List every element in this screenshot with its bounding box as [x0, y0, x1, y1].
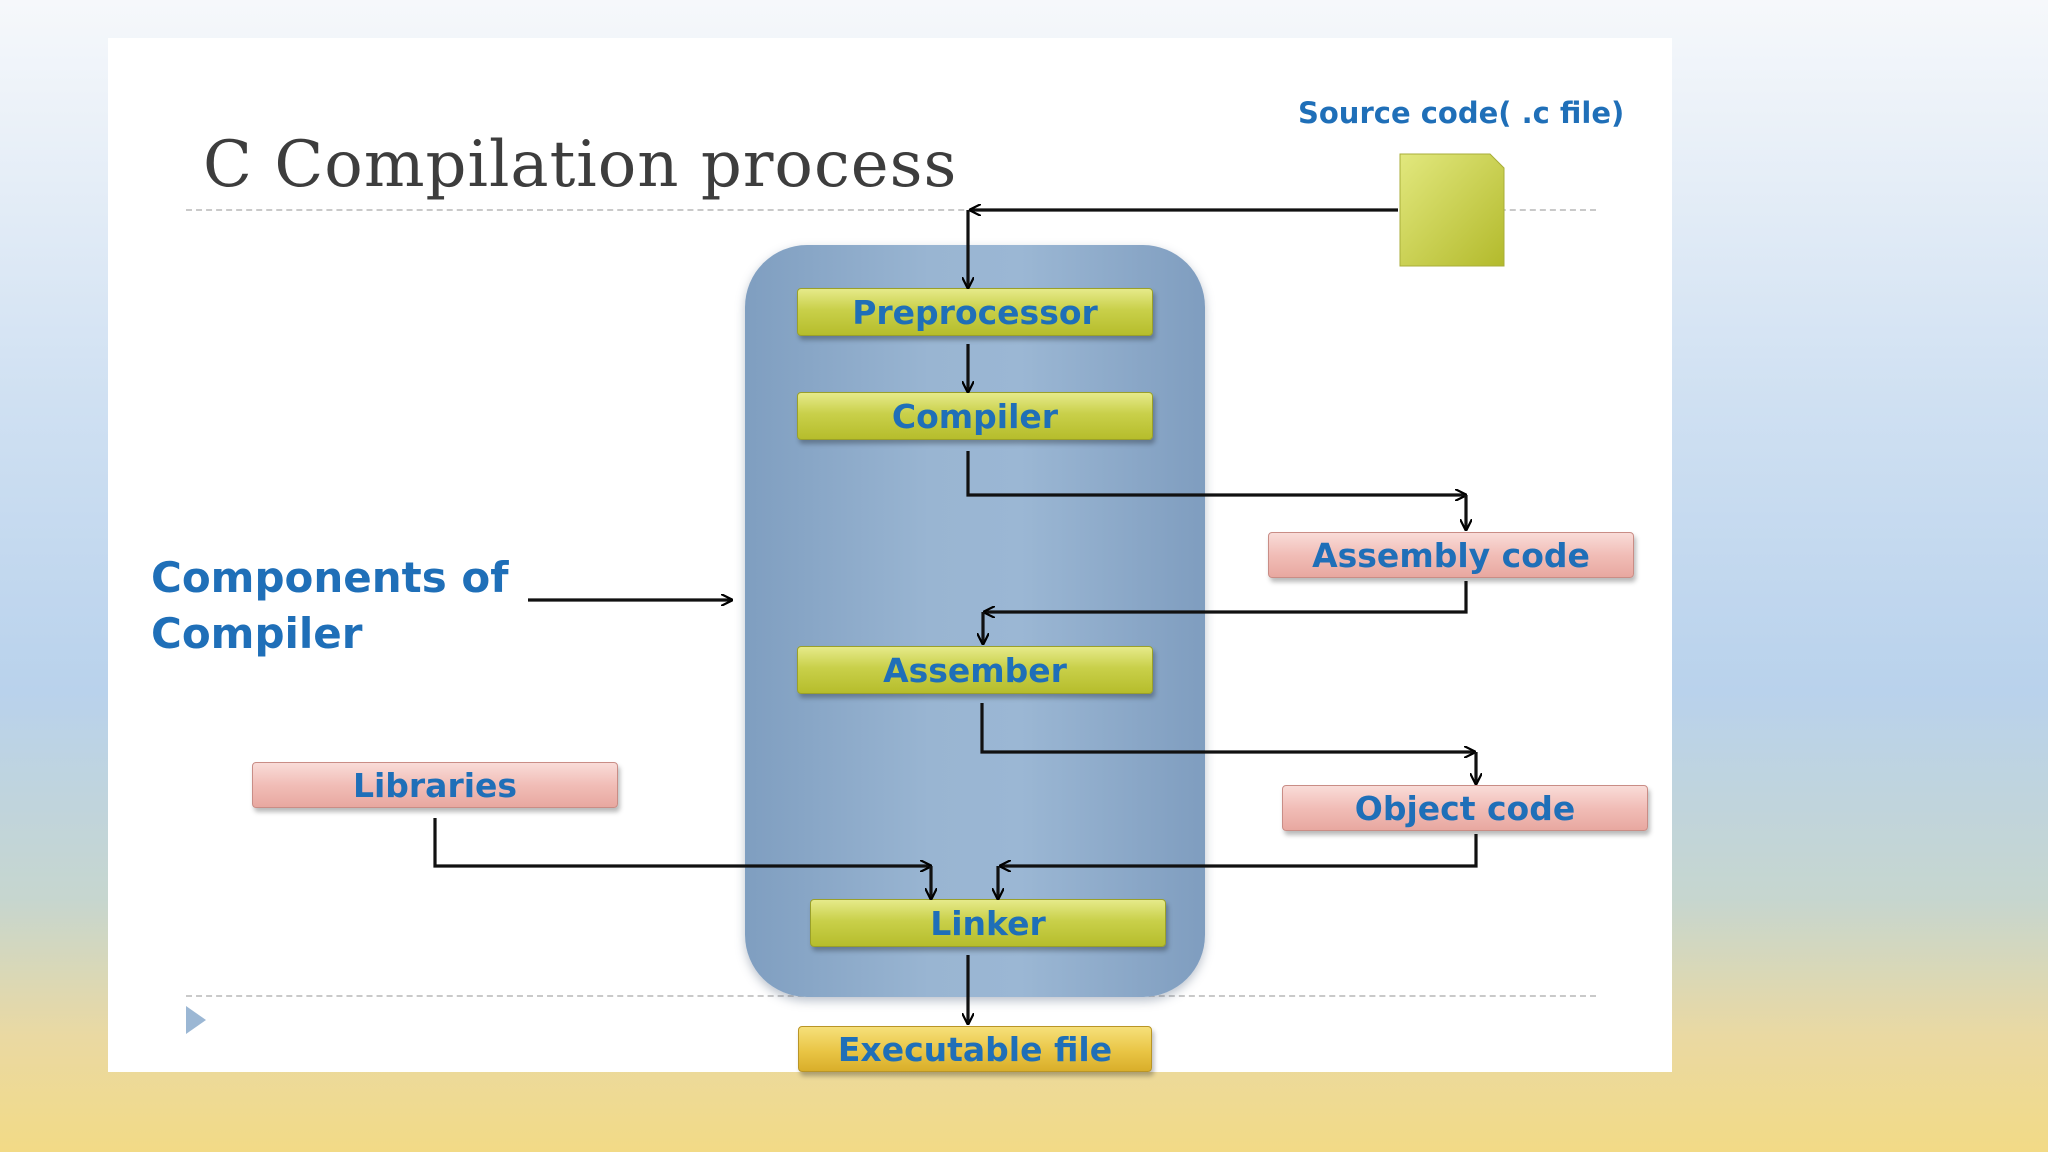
components-label-line1: Components of: [151, 553, 509, 602]
components-label-line2: Compiler: [151, 609, 363, 658]
top-divider: [186, 209, 1596, 211]
arrow-assembler-out: [980, 703, 1475, 752]
compiler-box: Compiler: [797, 392, 1153, 440]
slide-title: C Compilation process: [203, 128, 958, 202]
arrow-assembly-return: [984, 581, 1468, 612]
assembler-box: Assember: [797, 646, 1153, 694]
linker-box: Linker: [810, 899, 1166, 947]
slide: C Compilation process Source code( .c fi…: [108, 38, 1672, 1072]
components-of-compiler-label: Components of Compiler: [151, 550, 508, 662]
arrow-object-return: [1000, 834, 1478, 866]
arrow-libraries-out: [433, 818, 931, 866]
arrow-compiler-out: [966, 451, 1466, 495]
flow-arrows: [433, 38, 1672, 1072]
assembly-code-box: Assembly code: [1268, 532, 1634, 578]
object-code-box: Object code: [1282, 785, 1648, 831]
compiler-components-panel: [745, 245, 1205, 997]
source-code-label: Source code( .c file): [1298, 96, 1625, 130]
preprocessor-box: Preprocessor: [797, 288, 1153, 336]
bullet-triangle-icon: [186, 1006, 206, 1034]
source-file-icon: [1399, 153, 1505, 267]
libraries-box: Libraries: [252, 762, 618, 808]
executable-file-box: Executable file: [798, 1026, 1152, 1072]
